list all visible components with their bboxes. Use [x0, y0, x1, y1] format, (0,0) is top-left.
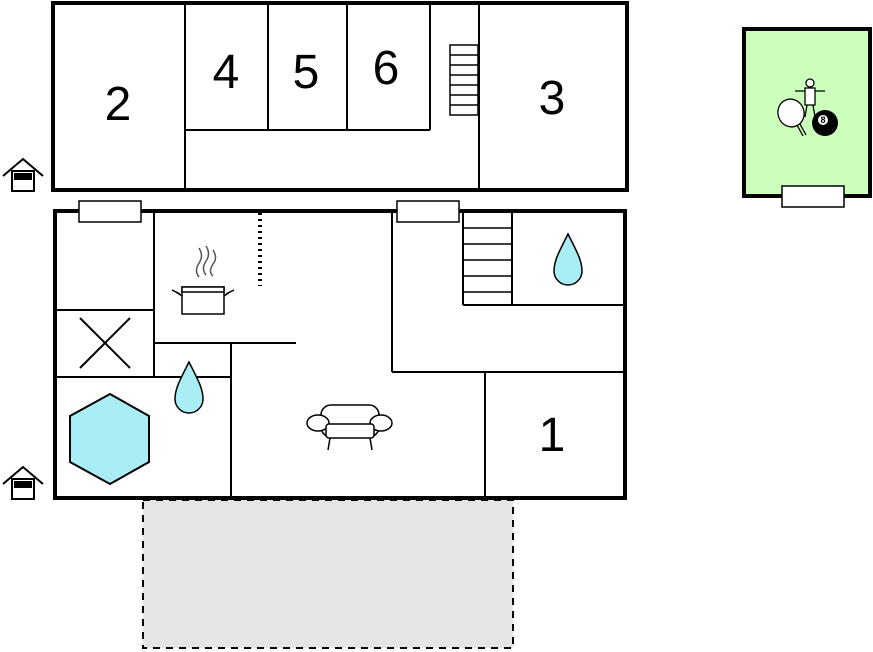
stairs-icon [449, 44, 479, 116]
room-label: 2 [105, 78, 132, 131]
room-label: 4 [213, 46, 240, 99]
billiard-ball-icon: 8 [812, 110, 838, 136]
window-icon [78, 200, 142, 223]
room-label: 3 [539, 72, 566, 125]
hot-tub-icon [69, 392, 150, 486]
table-tennis-icon [777, 98, 807, 137]
window-icon [396, 200, 460, 223]
annex-building: 8 [742, 27, 872, 208]
foosball-icon [795, 78, 825, 118]
cross-icon [79, 317, 131, 369]
upper-floor-outline [51, 1, 629, 192]
stairs-icon [462, 211, 512, 305]
water-drop-icon [174, 360, 204, 414]
sofa-icon [306, 404, 393, 451]
window-icon [781, 185, 845, 208]
ground-floor: 1 [53, 200, 627, 500]
entrance-icon [2, 157, 44, 192]
ground-floor-outline [53, 209, 627, 500]
water-drop-icon [553, 232, 583, 286]
billiard-ball-number: 8 [820, 115, 825, 125]
entrance-icon [2, 465, 44, 500]
room-label: 5 [293, 46, 320, 99]
room-label: 6 [373, 42, 400, 95]
upper-floor: 2 4 5 6 3 [51, 1, 629, 192]
terrace [142, 499, 514, 649]
room-label: 1 [539, 409, 566, 462]
kitchen-pot-icon [171, 245, 235, 315]
annex-outline [742, 27, 872, 198]
